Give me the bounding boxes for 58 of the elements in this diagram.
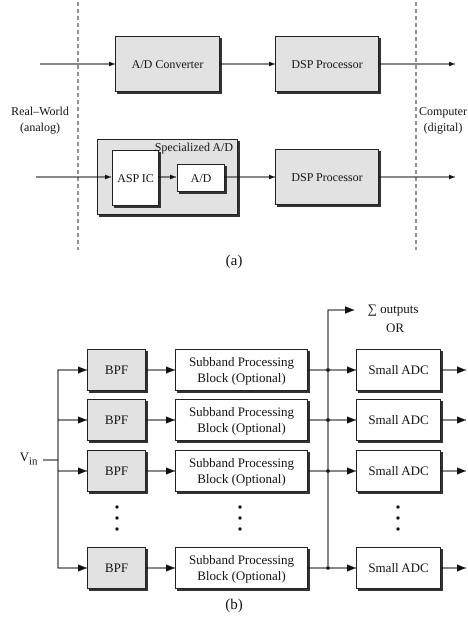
box-text: Small ADC bbox=[368, 560, 429, 576]
arrow bbox=[36, 174, 112, 180]
module-title: Specialized A/D bbox=[154, 140, 233, 155]
text-label: (a) bbox=[224, 252, 244, 271]
converter-box bbox=[356, 349, 441, 391]
box-text: DSP Processor bbox=[291, 170, 363, 184]
processing-block bbox=[175, 349, 308, 391]
processor-box bbox=[275, 36, 379, 92]
filter-box bbox=[87, 349, 146, 391]
box-text: ASP IC bbox=[117, 170, 154, 186]
arrow bbox=[440, 416, 466, 424]
box-text: Subband Processing Block (Optional) bbox=[188, 552, 296, 584]
converter-box bbox=[356, 547, 441, 589]
box-text: DSP Processor bbox=[291, 56, 363, 72]
box-text: BPF bbox=[104, 412, 128, 428]
sum-label: ∑ outputs bbox=[368, 300, 418, 318]
text-label: (b) bbox=[224, 596, 244, 615]
arrow bbox=[146, 416, 176, 424]
box-text: Small ADC bbox=[368, 362, 429, 378]
converter-box bbox=[356, 399, 441, 441]
processing-block bbox=[175, 450, 308, 492]
arrow bbox=[378, 62, 456, 66]
box-text: Small ADC bbox=[368, 412, 429, 428]
arrow bbox=[440, 366, 466, 374]
arrow bbox=[146, 564, 176, 572]
text-label: OR bbox=[384, 320, 406, 337]
input-label: V$_{in}$ bbox=[20, 448, 38, 470]
box-text: Small ADC bbox=[368, 462, 429, 480]
arrow bbox=[40, 62, 116, 66]
arrow bbox=[440, 467, 466, 475]
arrow bbox=[224, 174, 276, 180]
arrow bbox=[146, 366, 176, 374]
processor-box bbox=[275, 149, 379, 205]
box-text: A/D bbox=[190, 170, 212, 186]
arrow bbox=[42, 460, 88, 572]
converter-box bbox=[356, 450, 441, 492]
text-label: Computer (digital) bbox=[418, 104, 468, 136]
text-label: Real–World (analog) bbox=[10, 104, 70, 136]
box-text: Subband Processing Block (Optional) bbox=[188, 454, 296, 488]
box-text: A/D Converter bbox=[132, 56, 204, 72]
arrow bbox=[158, 174, 176, 180]
box-text: Subband Processing Block (Optional) bbox=[188, 404, 296, 436]
box-text: BPF bbox=[104, 560, 128, 576]
arrow bbox=[378, 174, 456, 180]
converter-box bbox=[115, 36, 220, 92]
filter-box bbox=[87, 547, 146, 589]
arrow bbox=[220, 62, 276, 66]
processing-block bbox=[175, 547, 308, 589]
converter-box bbox=[177, 164, 225, 192]
filter-box bbox=[87, 450, 146, 492]
box-text: Subband Processing Block (Optional) bbox=[188, 354, 296, 386]
processing-block bbox=[175, 399, 308, 441]
arrow bbox=[308, 306, 354, 568]
filter-box bbox=[87, 399, 146, 441]
box-text: BPF bbox=[104, 362, 128, 378]
arrow bbox=[440, 564, 466, 572]
box-text: BPF bbox=[104, 462, 128, 480]
arrow bbox=[146, 467, 176, 475]
